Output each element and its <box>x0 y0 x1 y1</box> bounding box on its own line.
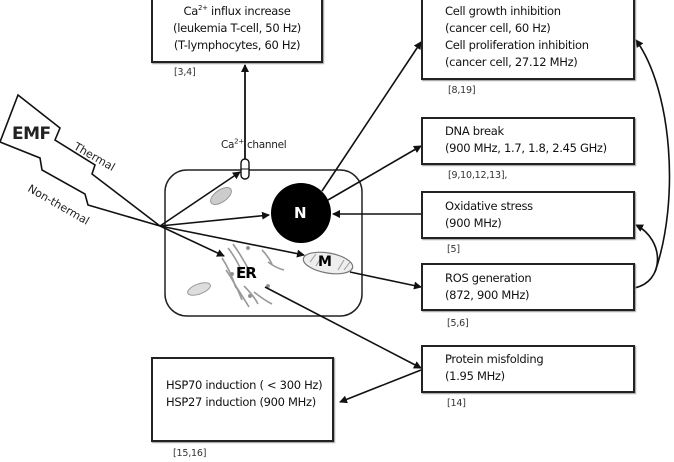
arrow-nucleus-to-growth <box>321 41 422 192</box>
dna-break-box: DNA break (900 MHz, 1.7, 1.8, 2.45 GHz) <box>421 117 635 165</box>
calcium-box-line: (leukemia T-cell, 50 Hz) <box>173 21 301 35</box>
growth-box-line: Cell growth inhibition <box>445 4 561 18</box>
vesicle-icon <box>210 187 232 205</box>
ros-ref: [5,6] <box>447 318 469 329</box>
emf-lightning-bolt <box>0 93 161 227</box>
hsp-ref: [15,16] <box>173 448 207 459</box>
hsp-box-line: HSP70 induction ( < 300 Hz) <box>166 378 323 392</box>
dna-box-line: DNA break <box>445 124 504 138</box>
endoplasmic-reticulum-icon <box>221 243 285 308</box>
protein-box-line: Protein misfolding <box>445 352 544 366</box>
oxidative-stress-box: Oxidative stress (900 MHz) <box>421 191 635 239</box>
protein-ref: [14] <box>447 398 466 409</box>
ca-suffix: influx increase <box>207 4 291 18</box>
calcium-influx-box: Ca2+ influx increase (leukemia T-cell, 5… <box>151 0 323 63</box>
calcium-channel-label: Ca2+ channel <box>221 137 287 151</box>
growth-box-line: (cancer cell, 27.12 MHz) <box>445 55 578 69</box>
emf-arrows <box>159 171 305 258</box>
arrow-er-to-protein <box>264 286 422 369</box>
hsp-induction-box: HSP70 induction ( < 300 Hz) HSP27 induct… <box>151 357 334 442</box>
protein-box-line: (1.95 MHz) <box>445 369 505 383</box>
hsp-box-line: HSP27 induction (900 MHz) <box>166 395 316 409</box>
calcium-box-title: Ca2+ influx increase <box>153 3 321 20</box>
protein-misfolding-box: Protein misfolding (1.95 MHz) <box>421 345 635 393</box>
arrow-ros-to-growth <box>635 39 671 273</box>
growth-box-line: Cell proliferation inhibition <box>445 38 589 52</box>
nucleus-icon <box>271 183 331 243</box>
ca-sup: 2+ <box>197 4 208 13</box>
arrow-ros-to-oxidative <box>633 224 659 289</box>
ros-box-line: ROS generation <box>445 271 532 285</box>
calcium-box-line: (T-lymphocytes, 60 Hz) <box>173 38 301 52</box>
growth-ref: [8,19] <box>448 85 476 96</box>
arrow-protein-to-hsp <box>339 369 422 404</box>
dna-ref: [9,10,12,13], <box>448 170 508 181</box>
growth-box-line: (cancer cell, 60 Hz) <box>445 21 551 35</box>
mitochondria-icon <box>302 251 354 275</box>
arrow-mito-to-ros <box>349 271 422 290</box>
channel-suffix: channel <box>243 139 287 151</box>
oxidative-box-line: Oxidative stress <box>445 199 533 213</box>
oxidative-box-line: (900 MHz) <box>445 216 502 230</box>
nucleus-label: N <box>294 204 307 222</box>
dna-box-line: (900 MHz, 1.7, 1.8, 2.45 GHz) <box>445 141 607 155</box>
channel-prefix: Ca <box>221 139 235 151</box>
ros-generation-box: ROS generation (872, 900 MHz) <box>421 263 635 311</box>
er-label: ER <box>236 264 257 282</box>
mitochondria-cristae <box>309 253 351 271</box>
ca-prefix: Ca <box>183 4 198 18</box>
ros-box-line: (872, 900 MHz) <box>445 288 530 302</box>
growth-inhibition-box: Cell growth inhibition (cancer cell, 60 … <box>421 0 635 80</box>
channel-sup: 2+ <box>234 137 244 146</box>
arrow-nucleus-to-dna <box>327 145 422 201</box>
emf-label: EMF <box>12 124 51 144</box>
oxidative-ref: [5] <box>447 244 460 255</box>
calcium-ref: [3,4] <box>174 67 196 78</box>
golgi-icon <box>187 282 211 296</box>
mitochondria-label: M <box>318 254 332 270</box>
